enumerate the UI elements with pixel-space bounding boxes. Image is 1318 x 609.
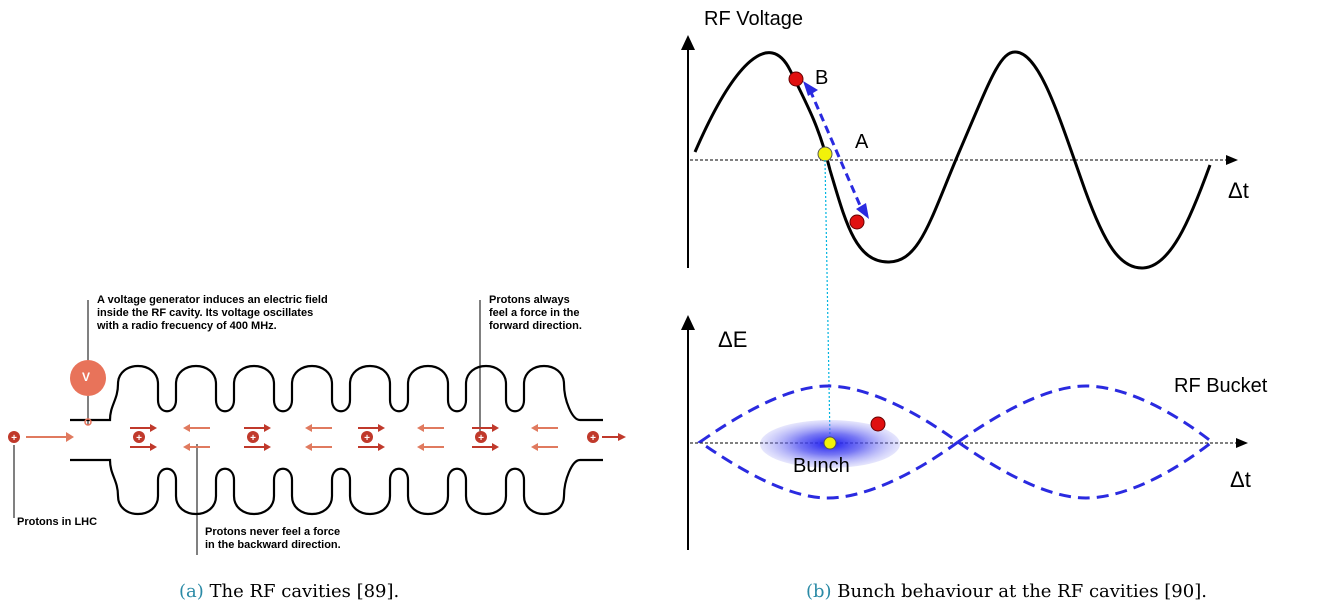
bunch-center-marker: [823, 436, 837, 450]
proton-group-4: +: [472, 424, 499, 451]
svg-text:+: +: [250, 433, 256, 444]
generator-annotation-line-1: A voltage generator induces an electric …: [97, 294, 328, 306]
rf-voltage-title: RF Voltage: [704, 8, 803, 30]
generator-annotation-line-2: inside the RF cavity. Its voltage oscill…: [97, 307, 314, 319]
bunch-oscillation-arrow: [808, 89, 864, 211]
backward-arrows-1: [183, 424, 210, 451]
rf-voltage-wave: [693, 50, 1212, 270]
particle-b-marker: [788, 71, 804, 87]
dt-top-label: Δt: [1228, 178, 1249, 203]
particle-late-marker: [849, 214, 865, 230]
forward-annotation: Protons always feel a force in the forwa…: [489, 294, 582, 333]
forward-annotation-line-1: Protons always: [489, 294, 570, 306]
svg-text:+: +: [478, 433, 484, 444]
generator-annotation: A voltage generator induces an electric …: [97, 294, 328, 333]
proton-group-2: +: [244, 424, 271, 451]
caption-b-text: Bunch behaviour at the RF cavities [90].: [831, 581, 1207, 602]
point-b-label: B: [815, 67, 829, 89]
forward-annotation-line-2: feel a force in the: [489, 307, 580, 319]
caption-a-text: The RF cavities [89].: [203, 581, 400, 602]
cavity-top-wall: [70, 364, 603, 422]
synchronous-particle-marker: [817, 146, 833, 162]
caption-b-label: (b): [806, 581, 832, 602]
off-center-particle-marker: [870, 416, 886, 432]
backward-annotation-line-1: Protons never feel a force: [205, 526, 341, 538]
backward-arrows-3: [417, 424, 444, 451]
caption-a: (a) The RF cavities [89].: [179, 581, 399, 602]
point-a-label: A: [855, 131, 869, 153]
proton-exiting-icon: +: [587, 431, 626, 444]
svg-text:+: +: [364, 433, 370, 444]
backward-arrows-2: [305, 424, 332, 451]
svg-text:+: +: [136, 433, 142, 444]
rf-bucket-label: RF Bucket: [1174, 375, 1268, 397]
proton-group-1: +: [130, 424, 157, 451]
backward-annotation-line-2: in the backward direction.: [205, 539, 341, 551]
lhc-label: Protons in LHC: [17, 516, 98, 528]
backward-arrows-4: [531, 424, 558, 451]
voltmeter-label: V: [82, 370, 91, 384]
svg-text:+: +: [11, 433, 17, 444]
de-label: ΔE: [718, 327, 748, 352]
proton-group-3: +: [358, 424, 385, 451]
caption-a-label: (a): [179, 581, 204, 602]
proton-entering-icon: [8, 431, 20, 443]
cavity-bottom-wall: [70, 458, 603, 516]
forward-annotation-line-3: forward direction.: [489, 320, 582, 332]
dt-bottom-label: Δt: [1230, 467, 1251, 492]
rf-bucket-2: [955, 384, 1215, 500]
bunch-label: Bunch: [793, 455, 850, 477]
voltmeter-icon: [70, 360, 106, 396]
svg-text:+: +: [590, 433, 596, 444]
caption-b: (b) Bunch behaviour at the RF cavities […: [806, 581, 1207, 602]
backward-annotation: Protons never feel a force in the backwa…: [205, 526, 341, 552]
sync-guide-line: [824, 159, 831, 441]
generator-annotation-line-3: with a radio frecuency of 400 MHz.: [97, 320, 277, 332]
